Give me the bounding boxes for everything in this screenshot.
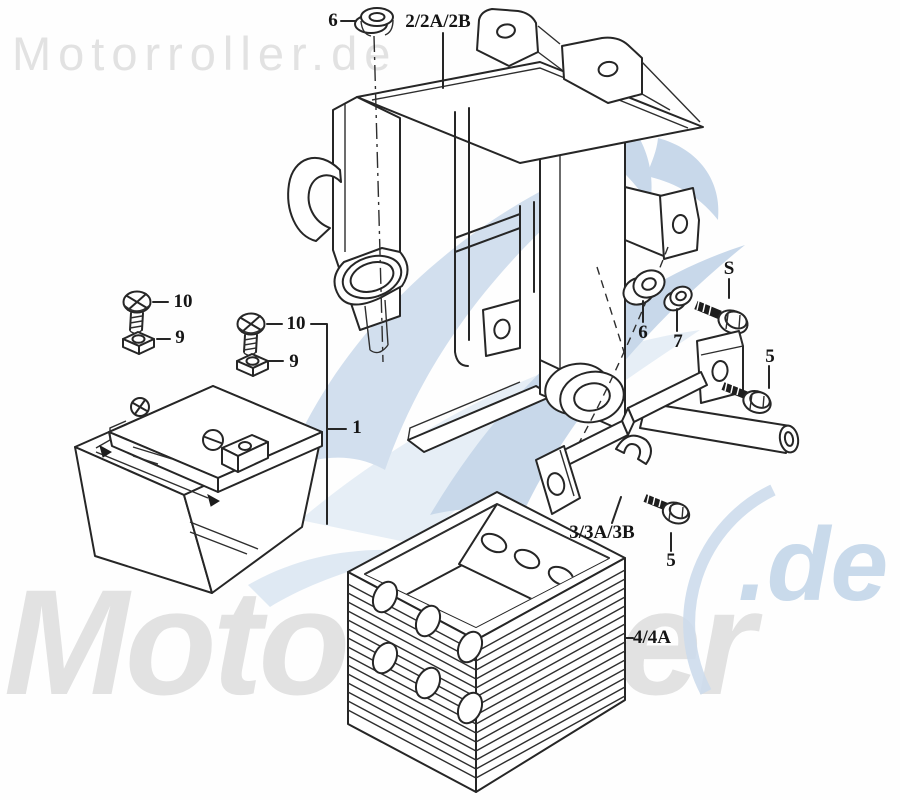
watermark-brand-topleft: Motorroller.de bbox=[12, 27, 398, 80]
part-label-bolt-upper: 5 bbox=[765, 346, 775, 367]
part-label-grommet-right: 6 bbox=[638, 322, 648, 343]
watermark-brand-de: .de bbox=[738, 507, 889, 623]
top-bracket-drawing bbox=[287, 8, 704, 487]
part-label-washer: 7 bbox=[673, 331, 683, 352]
bolt-upper-drawing bbox=[721, 365, 772, 414]
nut-left-drawing bbox=[122, 331, 171, 355]
part-label-nut-mid: 9 bbox=[289, 351, 299, 372]
bolt-lower-drawing bbox=[643, 493, 691, 552]
battery-drawing bbox=[74, 323, 347, 594]
part-label-grommet-top: 6 bbox=[328, 10, 338, 31]
part-label-battery: 1 bbox=[352, 417, 362, 438]
washer-drawing bbox=[663, 285, 693, 332]
strip-bracket-drawing bbox=[535, 330, 800, 524]
part-label-bolt-left: 10 bbox=[173, 291, 193, 312]
part-label-bracket-top: 2/2A/2B bbox=[405, 11, 471, 32]
grommet-top-drawing bbox=[340, 7, 394, 37]
part-label-nut-left: 9 bbox=[175, 327, 185, 348]
heatsink-drawing bbox=[347, 491, 634, 793]
bolt-mid-drawing bbox=[236, 312, 283, 356]
part-label-bolt-mid: 10 bbox=[286, 313, 306, 334]
bolt-left-drawing bbox=[122, 290, 169, 334]
part-label-strip-bracket: 3/3A/3B bbox=[569, 522, 635, 543]
bolt-s-drawing bbox=[694, 278, 749, 335]
part-label-heatsink: 4/4A bbox=[633, 627, 671, 648]
part-label-bolt-s: S bbox=[723, 258, 735, 279]
nut-mid-drawing bbox=[236, 353, 284, 377]
part-label-bolt-lower: 5 bbox=[666, 550, 676, 571]
grommet-right-drawing bbox=[622, 269, 666, 323]
